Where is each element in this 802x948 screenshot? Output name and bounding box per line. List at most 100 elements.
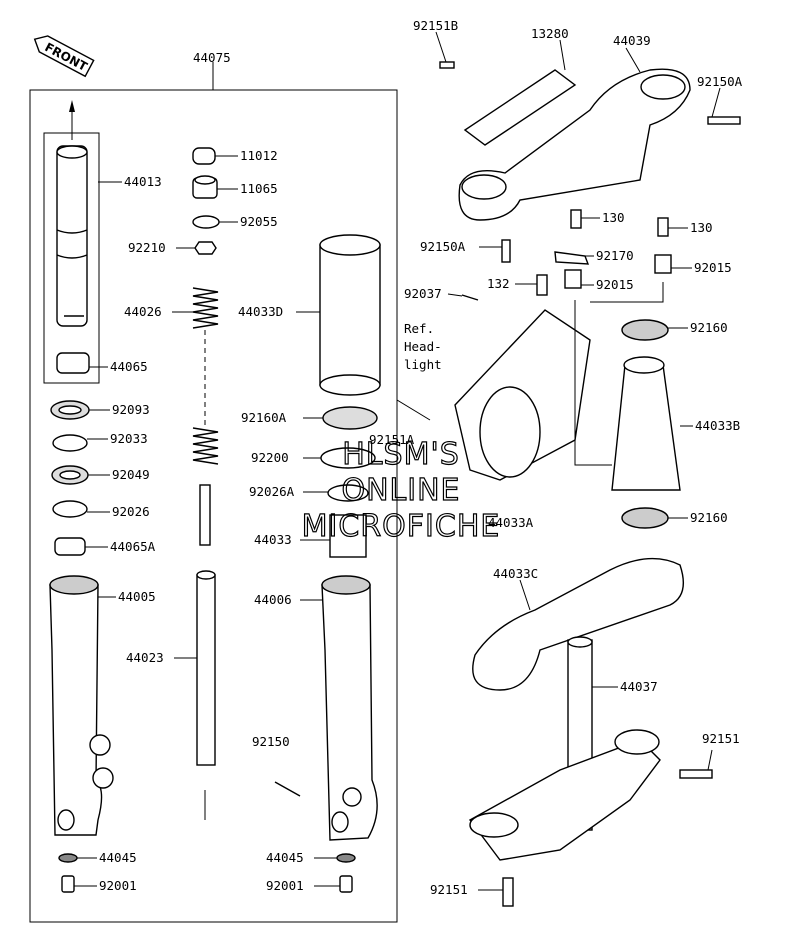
washer-44045-right [336, 853, 356, 863]
washer-44045-left [58, 853, 78, 863]
bolt-130-a [570, 209, 582, 229]
part-label: 44033 [254, 532, 292, 547]
headlight-bracket-44033A [454, 309, 591, 481]
cap-11012 [192, 147, 216, 165]
bolt-92150A-bottom [501, 239, 511, 263]
part-label: 44005 [118, 589, 156, 604]
cover-44033B [611, 356, 681, 491]
part-label: 44033A [488, 515, 534, 530]
part-label: 13280 [531, 26, 569, 41]
washer-92026 [52, 500, 88, 518]
steering-stem-44037 [468, 636, 661, 861]
part-label: 92151 [430, 882, 468, 897]
part-label: 92150A [697, 74, 743, 89]
part-label: 44013 [124, 174, 162, 189]
collar-92015-a [564, 269, 582, 289]
ref-line-2: Head- [404, 339, 442, 354]
front-arrow-icon: FRONT [33, 35, 95, 78]
clip-92037 [461, 294, 479, 301]
part-label: 92015 [694, 260, 732, 275]
part-label: 92049 [112, 467, 150, 482]
part-label: 92001 [266, 878, 304, 893]
part-label: 11012 [240, 148, 278, 163]
part-label: 44045 [99, 850, 137, 865]
plug-11065 [192, 175, 218, 199]
part-label: 92170 [596, 248, 634, 263]
collar-92015-b [654, 254, 672, 274]
part-label: 44045 [266, 850, 304, 865]
watermark-line-1: HLSM'S [342, 437, 460, 472]
cap-92160-lower [621, 507, 669, 529]
outer-fork-tube-right [321, 584, 378, 841]
part-label: 92200 [251, 450, 289, 465]
part-label: 132 [487, 276, 510, 291]
part-label: 92055 [240, 214, 278, 229]
part-label: 92210 [128, 240, 166, 255]
part-label: 44075 [193, 50, 231, 65]
nut-92210 [194, 241, 217, 255]
damper-rod-44023 [196, 484, 216, 820]
part-label: 92037 [404, 286, 442, 301]
part-label: 92033 [110, 431, 148, 446]
bolt-92151-bottom [502, 877, 514, 907]
part-label: 44006 [254, 592, 292, 607]
part-label: 92151 [702, 731, 740, 746]
ref-headlight-note: Ref. Head- light [404, 321, 442, 372]
cap-92160-upper [621, 319, 669, 341]
part-label: 92160 [690, 320, 728, 335]
plate-13280 [463, 69, 577, 146]
ref-line-1: Ref. [404, 321, 434, 336]
part-label: 130 [602, 210, 625, 225]
part-label: 92151A [369, 432, 415, 447]
part-label: 92015 [596, 277, 634, 292]
part-label: 92001 [99, 878, 137, 893]
part-label: 92160A [241, 410, 287, 425]
part-labels: 44075 44013 44065 11012 11065 92055 9221… [99, 18, 743, 897]
o-ring-92055 [192, 215, 220, 229]
part-label: 44037 [620, 679, 658, 694]
part-label: 44065 [110, 359, 148, 374]
part-label: 44033B [695, 418, 740, 433]
outer-fork-tube-left [49, 584, 103, 836]
stop-ring-92033 [52, 434, 88, 452]
washer-92049 [51, 465, 89, 485]
bolt-130-b [657, 217, 669, 237]
part-label: 44065A [110, 539, 156, 554]
bolt-92150A-top [707, 116, 741, 125]
collar-92026A [327, 484, 369, 502]
spacer-44033D [319, 234, 381, 396]
part-label: 92150A [420, 239, 466, 254]
seat-92160A [322, 406, 378, 430]
part-label: 44023 [126, 650, 164, 665]
part-label: 92026A [249, 484, 295, 499]
part-label: 92160 [690, 510, 728, 525]
part-label: 44033C [493, 566, 538, 581]
bolt-92150 [274, 781, 301, 797]
watermark-line-2: ONLINE [341, 473, 460, 508]
bolt-92151-right [679, 769, 713, 779]
part-label: 44039 [613, 33, 651, 48]
part-label: 92151B [413, 18, 458, 33]
tube-44033 [329, 514, 367, 558]
leader-lines [74, 31, 721, 891]
bolt-92001-left [61, 875, 75, 893]
part-label: 44033D [238, 304, 283, 319]
watermark: HLSM'S ONLINE MICROFICHE [301, 436, 501, 544]
fork-spring-44026 [192, 287, 219, 465]
inner-fork-tube [56, 100, 88, 327]
bushing-44065 [56, 352, 90, 374]
part-label: 11065 [240, 181, 278, 196]
bushing-44065A [54, 537, 86, 556]
part-label: 92093 [112, 402, 150, 417]
upper-bracket-44039 [458, 68, 691, 221]
oil-seal-92093 [50, 400, 90, 420]
clamp-92170 [554, 251, 590, 265]
bolt-132 [536, 274, 548, 296]
part-label: 130 [690, 220, 713, 235]
bolt-92151B [439, 61, 455, 69]
watermark-line-3: MICROFICHE [302, 509, 501, 544]
part-label: 44026 [124, 304, 162, 319]
lower-cover-44033C [472, 557, 684, 691]
part-label: 92026 [112, 504, 150, 519]
